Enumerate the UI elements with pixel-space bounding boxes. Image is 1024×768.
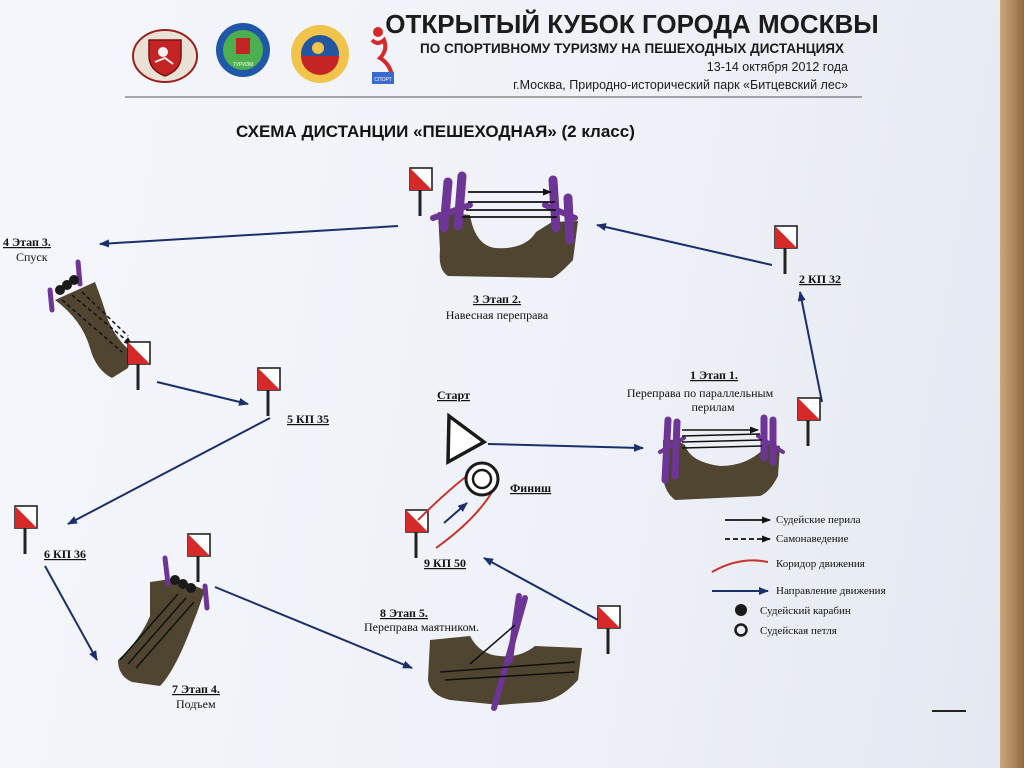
- header-dates: 13-14 октября 2012 года: [707, 60, 848, 74]
- svg-text:СПОРТ: СПОРТ: [374, 77, 391, 83]
- moscow-coat-of-arms-logo: [132, 29, 198, 83]
- stage1-crossing-diagram: [658, 396, 822, 500]
- kp32-flag-icon: [773, 224, 799, 276]
- arrow-kp32-to-stage2: [596, 223, 773, 266]
- stage1-name-line2: перилам: [691, 400, 734, 414]
- header-subtitle: ПО СПОРТИВНОМУ ТУРИЗМУ НА ПЕШЕХОДНЫХ ДИС…: [420, 41, 844, 56]
- moscow-tourism-logo: ТУРИЗМ: [216, 23, 270, 77]
- stage2-crossing-diagram: [408, 166, 578, 278]
- svg-text:ТУРИЗМ: ТУРИЗМ: [233, 62, 253, 68]
- moscow-sport-logo: СПОРТ: [370, 27, 394, 84]
- arrow-stage4-to-stage5: [214, 586, 413, 669]
- regional-federation-logo: [291, 25, 349, 83]
- stage4-terrain: [118, 578, 205, 686]
- stage1-number: 1 Этап 1.: [690, 368, 738, 382]
- start-triangle-icon: [446, 412, 488, 466]
- arrow-stage5-to-kp50: [483, 557, 599, 621]
- finish-circle-icon: [464, 461, 500, 497]
- legend-judge-carabiner: Судейский карабин: [760, 605, 851, 617]
- stage2-number: 3 Этап 2.: [473, 292, 521, 306]
- legend-judge-ropes: Судейские перила: [776, 514, 861, 526]
- stage3-terrain: [55, 282, 132, 378]
- arrow-stage3-to-kp35: [156, 381, 249, 406]
- stage5-pendulum-diagram: [428, 593, 622, 711]
- header-location: г.Москва, Природно-исторический парк «Би…: [513, 78, 848, 92]
- stage4-number: 7 Этап 4.: [172, 682, 220, 696]
- distance-scheme: ТУРИЗМ СПОРТ ОТКРЫТЫЙ КУБОК ГОРОДА МОСКВ…: [3, 9, 966, 712]
- legend-corridor-icon: [711, 559, 769, 573]
- legend: Судейские перила Самонаведение Коридор д…: [711, 514, 886, 637]
- stage5-name: Переправа маятником.: [364, 620, 479, 634]
- kp50-flag-icon: [404, 508, 430, 560]
- legend-judge-loop: Судейская петля: [760, 625, 837, 637]
- kp35-label: 5 КП 35: [287, 412, 329, 426]
- legend-movement-corridor: Коридор движения: [776, 558, 865, 570]
- legend-self-guidance: Самонаведение: [776, 533, 849, 545]
- arrow-start-to-stage1: [487, 443, 644, 452]
- scheme-title: СХЕМА ДИСТАНЦИИ «ПЕШЕХОДНАЯ» (2 класс): [236, 122, 635, 141]
- header-title: ОТКРЫТЫЙ КУБОК ГОРОДА МОСКВЫ: [385, 9, 879, 39]
- kp36-label: 6 КП 36: [44, 547, 86, 561]
- arrow-stage1-to-kp32: [797, 291, 823, 403]
- stage3-descent-diagram: [47, 259, 152, 392]
- wooden-frame: [1000, 0, 1024, 768]
- stage3-number: 4 Этап 3.: [3, 235, 51, 249]
- kp32-label: 2 КП 32: [799, 272, 841, 286]
- finish-label: Финиш: [510, 481, 551, 495]
- movement-arrows: [44, 223, 823, 669]
- stage1-terrain: [662, 439, 780, 500]
- stage4-name: Подъем: [176, 697, 216, 711]
- stage2-terrain: [438, 212, 578, 278]
- kp36-flag-icon: [13, 504, 39, 556]
- stage5-number: 8 Этап 5.: [380, 606, 428, 620]
- arrow-kp50-to-finish: [443, 502, 468, 524]
- arrow-kp35-to-kp36: [67, 417, 271, 525]
- legend-movement-direction: Направление движения: [776, 585, 886, 597]
- kp35-flag-icon: [256, 366, 282, 418]
- stage1-name-line1: Переправа по параллельным: [627, 386, 774, 400]
- stage4-ascent-diagram: [118, 532, 212, 686]
- legend-loop-icon: [734, 623, 748, 637]
- legend-carabiner-icon: [735, 604, 747, 616]
- stage3-name: Спуск: [16, 250, 48, 264]
- kp50-label: 9 КП 50: [424, 556, 466, 570]
- stage2-name: Навесная переправа: [446, 308, 549, 322]
- header-logos: ТУРИЗМ СПОРТ: [132, 23, 394, 84]
- arrow-stage2-to-stage3: [99, 225, 399, 248]
- arrow-kp36-to-stage4: [44, 565, 98, 661]
- start-label: Старт: [437, 388, 470, 402]
